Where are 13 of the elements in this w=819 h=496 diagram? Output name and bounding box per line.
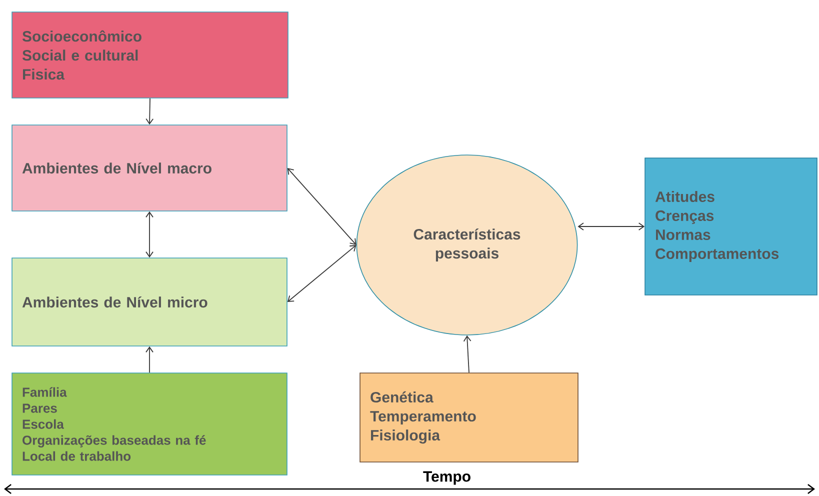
arrow <box>578 222 645 230</box>
arrow <box>146 211 154 258</box>
environment-box: Ambientes de Nível macro <box>12 124 288 212</box>
list-box: Família Pares Escola Organizações baseadas na fé Local de trabalho <box>12 372 288 476</box>
category-box: Socioeconômico Social e cultural Fisica <box>12 12 288 98</box>
arrow <box>287 168 356 245</box>
factor-box: Genética Temperamento Fisiologia <box>360 372 578 462</box>
arrow <box>146 346 154 374</box>
arrow <box>287 245 356 302</box>
outcome-box: Atitudes Crenças Normas Comportamentos <box>644 158 818 296</box>
arrow <box>146 98 154 125</box>
arrow <box>463 335 472 374</box>
environment-box: Ambientes de Nível micro <box>12 258 288 346</box>
